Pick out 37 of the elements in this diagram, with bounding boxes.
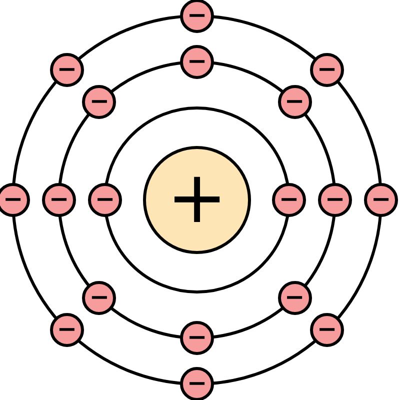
minus-sign: − (284, 89, 305, 114)
minus-sign: − (186, 371, 208, 395)
minus-sign: − (284, 284, 305, 309)
minus-sign: − (94, 187, 116, 211)
electron-circle (278, 280, 312, 315)
electron-circle (180, 0, 214, 33)
electron-circle (310, 52, 344, 87)
electron-circle (50, 313, 84, 348)
minus-sign: − (186, 3, 208, 27)
electron-circle (88, 183, 122, 217)
minus-sign: − (56, 56, 77, 81)
minus-sign: − (317, 317, 338, 342)
electron-circle (180, 321, 214, 355)
minus-sign: − (186, 49, 208, 73)
minus-sign: − (56, 317, 77, 342)
minus-sign: − (2, 187, 24, 211)
electron-circle (272, 183, 306, 217)
plus-sign: + (166, 161, 228, 233)
electron-circle (42, 183, 76, 217)
minus-sign: − (324, 187, 346, 211)
electron-circle (278, 85, 312, 120)
electron-circle (318, 183, 352, 217)
electron-circle (180, 367, 214, 400)
electron-circle (50, 52, 84, 87)
electron-circle (364, 183, 398, 217)
minus-sign: − (89, 89, 110, 114)
minus-sign: − (317, 56, 338, 81)
electron-circle (0, 183, 30, 217)
minus-sign: − (89, 284, 110, 309)
electron-circle (82, 280, 116, 315)
minus-sign: − (370, 187, 392, 211)
minus-sign: − (48, 187, 70, 211)
minus-sign: − (186, 325, 208, 349)
electron-circle (180, 45, 214, 79)
electron-circle (82, 85, 116, 120)
electron-circle (310, 313, 344, 348)
minus-sign: − (278, 187, 300, 211)
